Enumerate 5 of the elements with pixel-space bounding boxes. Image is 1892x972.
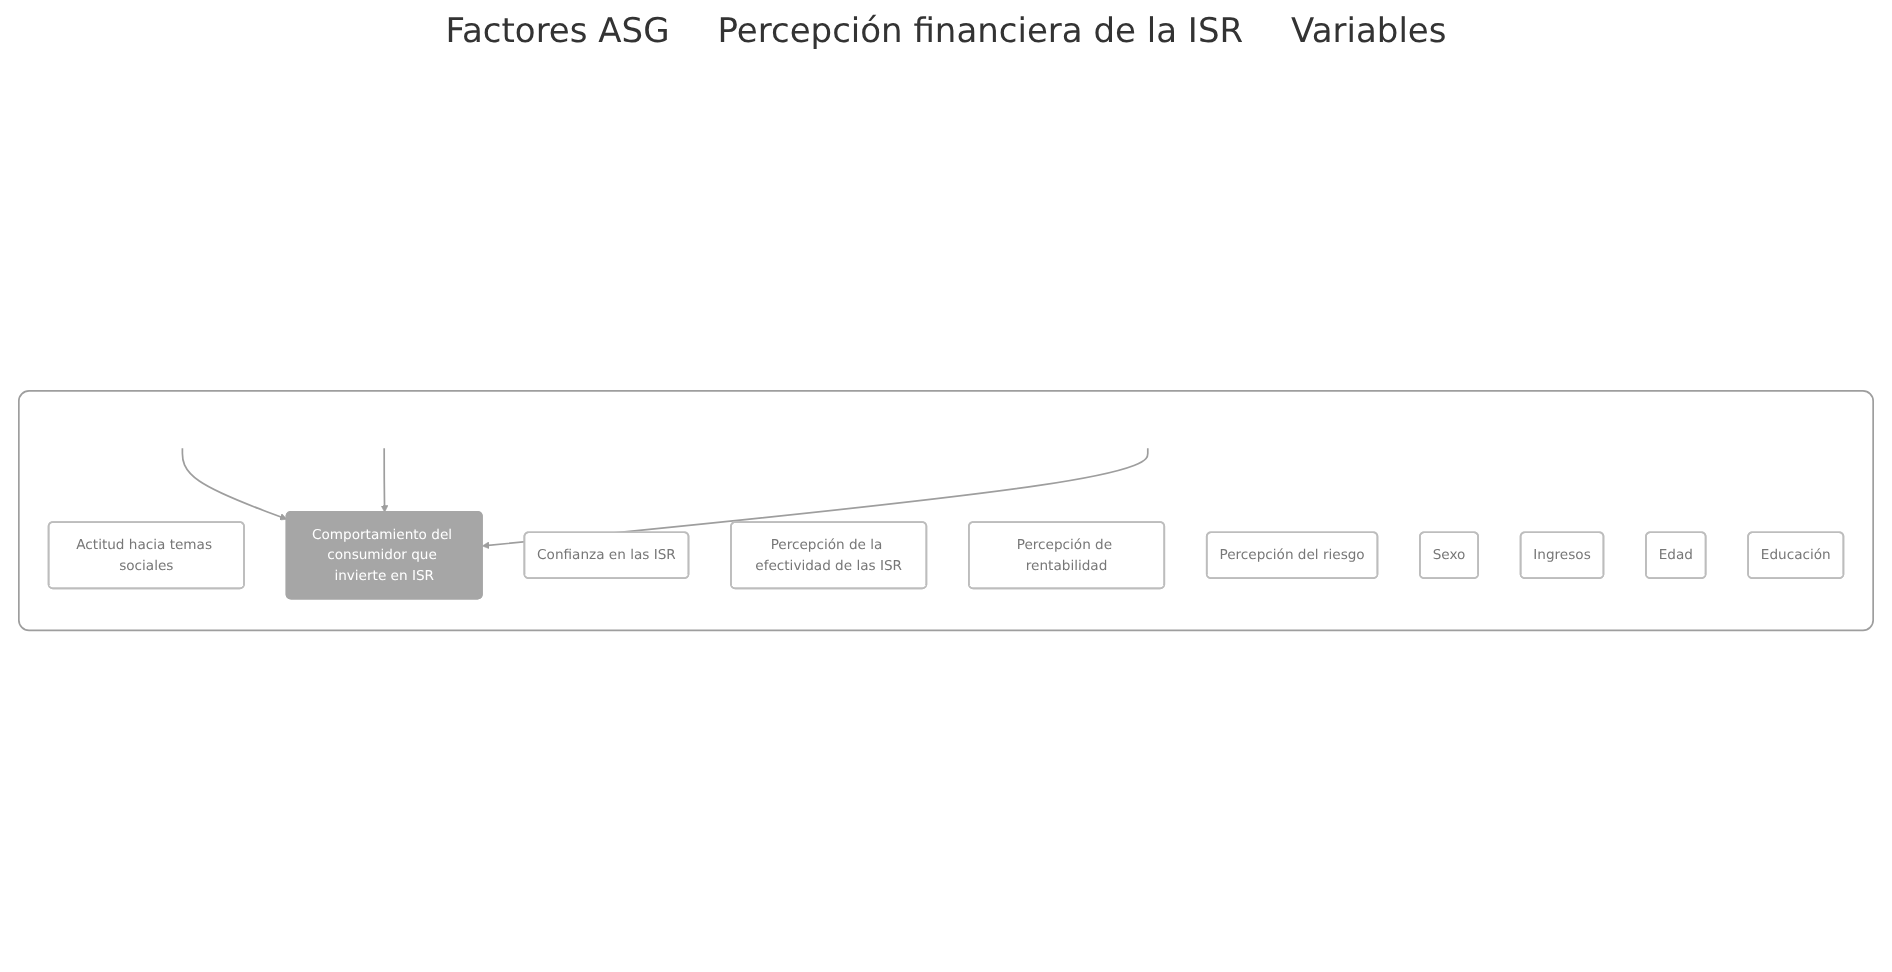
arrow xyxy=(380,446,389,513)
section-heading: Variables xyxy=(1291,12,1447,52)
section-heading: Factores ASG xyxy=(445,12,670,52)
arrow xyxy=(181,446,288,520)
section-heading: Percepción financiera de la ISR xyxy=(717,12,1244,52)
